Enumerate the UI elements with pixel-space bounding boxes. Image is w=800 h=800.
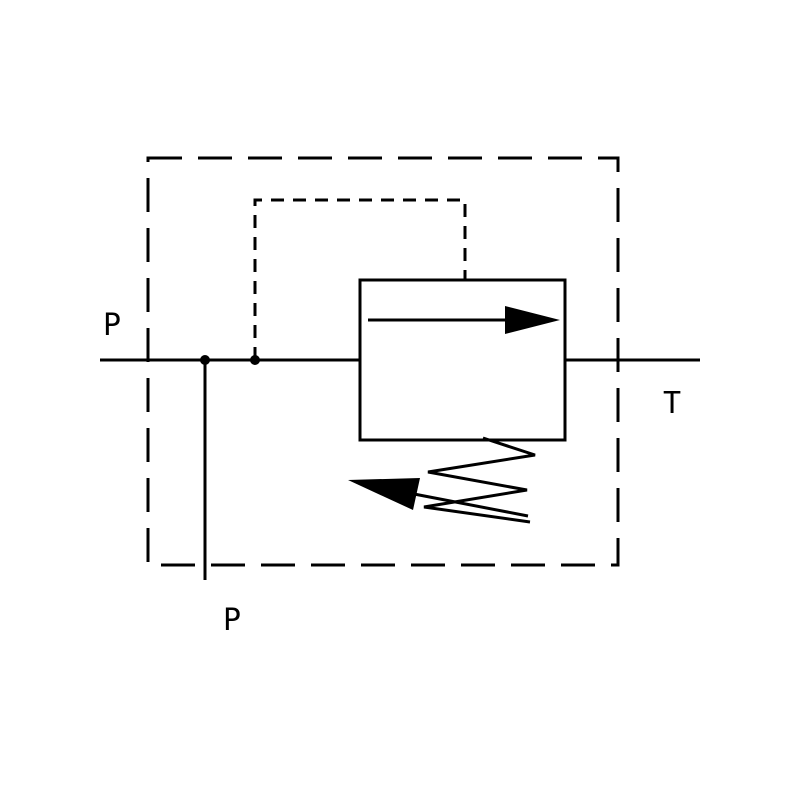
port-label-p-bottom: P xyxy=(223,603,241,638)
junction-dot-branch xyxy=(200,355,210,365)
spring-zigzag xyxy=(423,436,536,524)
pilot-line-dashed xyxy=(253,198,467,360)
port-label-p-left: P xyxy=(103,308,121,343)
adjustment-arrowhead-icon xyxy=(348,478,420,510)
port-label-t-right: T xyxy=(663,386,681,421)
adjustment-arrow-shaft xyxy=(413,492,529,518)
flow-arrowhead-icon xyxy=(505,306,560,334)
valve-body-box xyxy=(358,278,567,442)
